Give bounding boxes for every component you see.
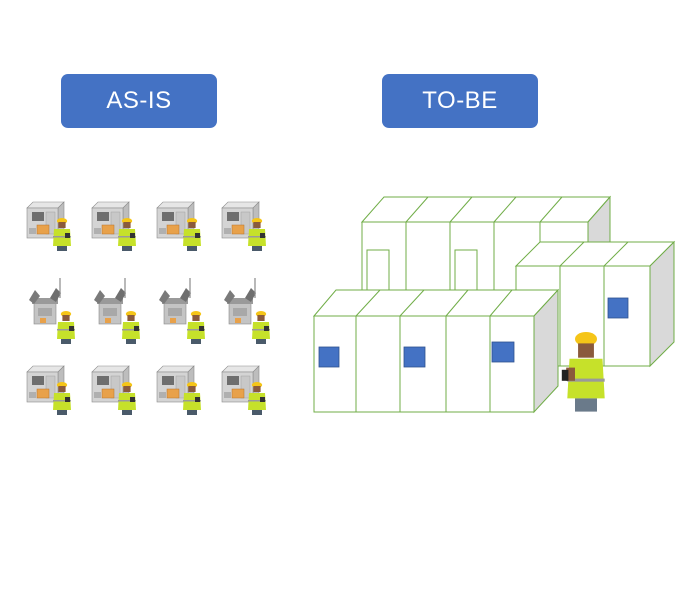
box-machine-icon — [222, 202, 266, 251]
box-machine-icon — [222, 366, 266, 415]
to-be-cabinet-cluster — [312, 195, 676, 414]
robot-machine-icon — [159, 278, 205, 344]
control-panel — [491, 341, 515, 363]
cabinet-row-front — [312, 288, 560, 414]
as-is-machine-grid — [27, 202, 270, 415]
robot-machine-icon — [29, 278, 75, 344]
robot-machine-icon — [224, 278, 270, 344]
worker-icon — [561, 331, 605, 412]
to-be-label: TO-BE — [382, 74, 538, 128]
box-machine-icon — [157, 366, 201, 415]
box-machine-icon — [27, 202, 71, 251]
as-is-label: AS-IS — [61, 74, 217, 128]
control-panel — [607, 297, 629, 319]
robot-machine-icon — [94, 278, 140, 344]
box-machine-icon — [157, 202, 201, 251]
box-machine-icon — [27, 366, 71, 415]
box-machine-icon — [92, 202, 136, 251]
box-machine-icon — [92, 366, 136, 415]
control-panel — [403, 346, 426, 368]
control-panel — [318, 346, 340, 368]
